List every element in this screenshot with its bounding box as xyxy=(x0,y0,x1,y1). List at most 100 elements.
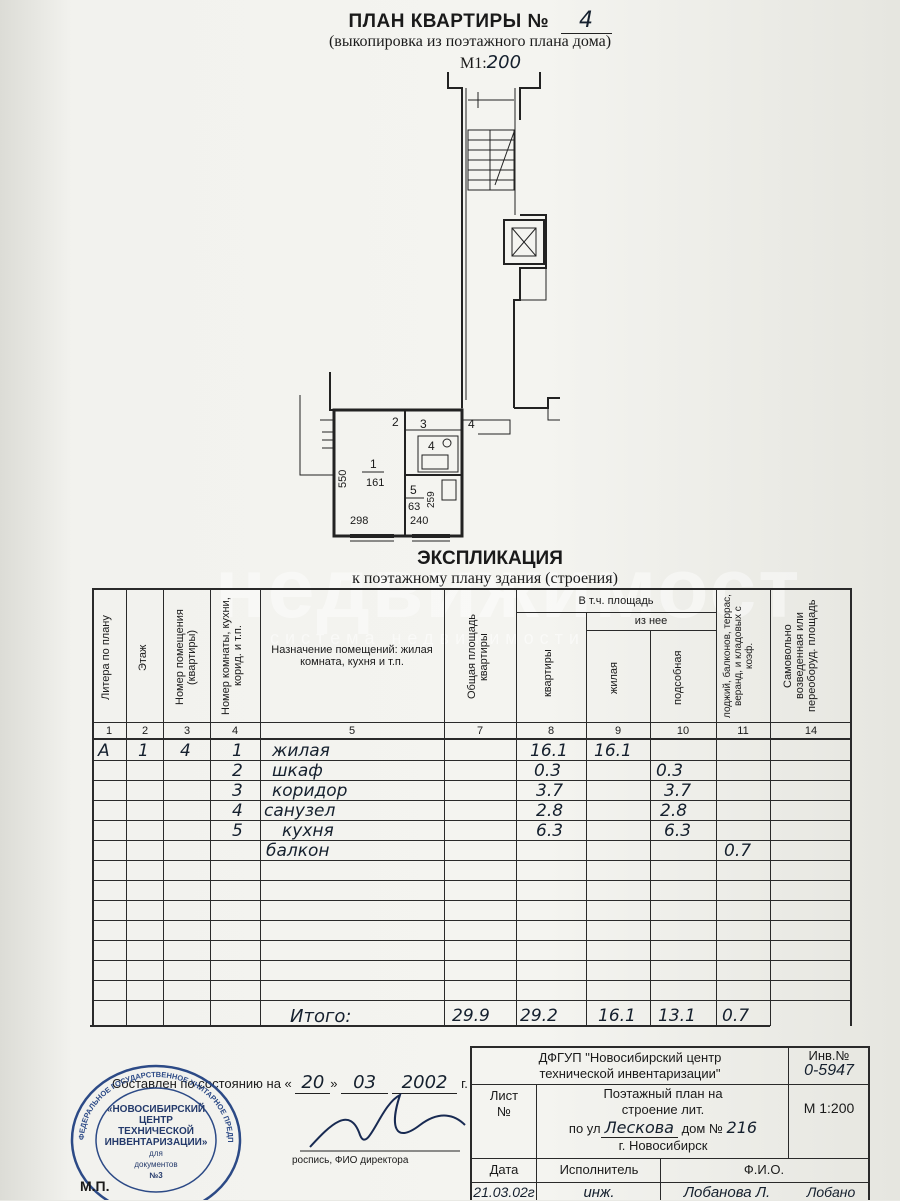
table-row-purpose: шкаф xyxy=(272,761,323,781)
apartment-number: 4 xyxy=(561,8,612,34)
executor-label: Исполнитель xyxy=(559,1162,639,1177)
title-block-scale: М 1:200 xyxy=(803,1100,855,1116)
table-row-apartment: 4 xyxy=(180,741,191,761)
col-number: 11 xyxy=(737,725,749,737)
explication-subtitle: к поэтажному плану здания (строения) xyxy=(352,570,618,587)
col-header-purpose: Назначение помещений: жилая комната, кух… xyxy=(271,644,433,668)
table-row-litera: А xyxy=(98,741,110,761)
table-row-purpose: жилая xyxy=(272,741,330,761)
composed-line: Составлен по состоянию на « 20» 03 2002 … xyxy=(112,1072,468,1094)
director-signature xyxy=(300,1093,466,1152)
signature-caption: роспись, ФИО директора xyxy=(292,1155,409,1166)
total-label: Итого: xyxy=(290,1006,352,1027)
doc-title-line1: Поэтажный план на xyxy=(603,1086,723,1101)
col-number: 8 xyxy=(547,725,555,737)
fio-value: Лобанова Л. xyxy=(683,1184,771,1201)
col-number: 1 xyxy=(105,725,113,737)
col-header-auxiliary: подсобная xyxy=(672,650,684,706)
street-name: Лескова xyxy=(600,1118,678,1138)
col-header-apartment-area: квартиры xyxy=(542,649,554,697)
org-name-line1: ДФГУП "Новосибирский центр xyxy=(538,1050,722,1065)
room-5-area: 63 xyxy=(408,501,420,513)
room-5-number: 5 xyxy=(410,483,417,497)
executor-value: инж. xyxy=(583,1184,615,1201)
room-3-number: 3 xyxy=(420,417,427,431)
room-1-area: 161 xyxy=(366,477,384,489)
table-row-room: 4 xyxy=(232,801,243,821)
col-header-litera: Литера по плану xyxy=(100,615,112,700)
table-row-apartment-area: 6.3 xyxy=(536,821,564,841)
col-header-unauthorized: Самовольно возведенная или переобoруд. п… xyxy=(782,599,818,713)
stamp-line: ИНВЕНТАРИЗАЦИИ» xyxy=(104,1137,208,1148)
table-row-living: 16.1 xyxy=(594,741,632,761)
col-number: 3 xyxy=(183,725,191,737)
col-header-balcony: лоджий, балконов, террас, веранд, и клад… xyxy=(722,594,755,718)
col-header-room: Номер комнаты, кухни, корид. и т.п. xyxy=(220,597,244,715)
org-name-line2: технической инвентаризации" xyxy=(539,1066,721,1081)
table-row-auxiliary: 2.8 xyxy=(660,801,688,821)
col-header-group: В т.ч. площадь xyxy=(578,595,654,607)
total-area: 29.9 xyxy=(452,1006,490,1026)
date-label: Дата xyxy=(489,1162,519,1177)
table-row-auxiliary: 3.7 xyxy=(664,781,692,801)
total-living: 16.1 xyxy=(598,1006,636,1026)
date-value: 21.03.02г xyxy=(473,1184,535,1200)
room-4-number: 4 xyxy=(428,439,435,453)
sheet-label: Лист xyxy=(489,1088,519,1103)
stamp-line: документов xyxy=(134,1160,178,1169)
col-number: 14 xyxy=(804,725,818,737)
room-2-number: 2 xyxy=(392,415,399,429)
col-number: 7 xyxy=(476,725,484,737)
page-title: ПЛАН КВАРТИРЫ № 4 xyxy=(300,8,660,34)
official-stamp: ФЕДЕРАЛЬНОЕ ГОСУДАРСТВЕННОЕ УНИТАРНОЕ ПР… xyxy=(64,1040,244,1200)
col-number: 4 xyxy=(231,725,239,737)
plan-scale: М1:200 xyxy=(460,52,522,73)
col-header-living: жилая xyxy=(608,662,620,694)
table-row-apartment-area: 2.8 xyxy=(536,801,564,821)
executor-signature: Лобано xyxy=(806,1184,856,1200)
dim-small: 259 xyxy=(426,491,437,508)
table-row-apartment-area: 3.7 xyxy=(536,781,564,801)
table-row-purpose: кухня xyxy=(282,821,334,841)
stamp-line: №3 xyxy=(149,1171,163,1180)
inventory-label: Инв.№ xyxy=(808,1048,850,1063)
stamp-line: для xyxy=(149,1149,163,1158)
col-number: 9 xyxy=(614,725,622,737)
floor-plan: 1 161 2 3 4 5 63 298 240 4 550 259 xyxy=(299,72,560,542)
composed-day: 20 xyxy=(295,1072,331,1094)
table-row-purpose: балкон xyxy=(266,841,330,861)
col-header-total-area: Общая площадь квартиры xyxy=(466,614,490,700)
table-row-room: 3 xyxy=(232,781,243,801)
col-header-floor: Этаж xyxy=(137,644,149,671)
dim-height: 550 xyxy=(337,470,349,488)
table-row-auxiliary: 0.3 xyxy=(656,761,684,781)
total-auxiliary: 13.1 xyxy=(658,1006,696,1026)
room-1-number: 1 xyxy=(370,457,377,471)
table-row-purpose: санузел xyxy=(264,801,336,821)
col-header-subgroup: из нее xyxy=(634,615,668,627)
stamp-line: ТЕХНИЧЕСКОЙ xyxy=(118,1126,194,1137)
col-number: 5 xyxy=(348,725,356,737)
dim-width-1: 298 xyxy=(350,515,368,527)
watermark-subtitle: система недвижимости xyxy=(270,628,585,648)
page-subtitle: (выкопировка из поэтажного плана дома) xyxy=(328,33,612,50)
inventory-number: 0-5947 xyxy=(804,1062,854,1079)
stamp-line: ЦЕНТР xyxy=(139,1115,173,1126)
table-row-room: 1 xyxy=(232,741,243,761)
sheet-number-label: № xyxy=(497,1104,511,1119)
table-row-floor: 1 xyxy=(138,741,149,761)
corridor-tag: 4 xyxy=(468,417,475,431)
col-number: 2 xyxy=(141,725,149,737)
city-name: г. Новосибирск xyxy=(618,1138,708,1153)
explication-title: ЭКСПЛИКАЦИЯ xyxy=(417,548,563,569)
table-row-purpose: коридор xyxy=(272,781,348,801)
table-row-room: 5 xyxy=(232,821,243,841)
table-row-apartment-area: 16.1 xyxy=(530,741,568,761)
fio-label: Ф.И.О. xyxy=(743,1162,785,1177)
mp-label: М.П. xyxy=(80,1178,110,1194)
total-apartment-area: 29.2 xyxy=(520,1006,558,1026)
composed-month: 03 xyxy=(341,1072,389,1094)
